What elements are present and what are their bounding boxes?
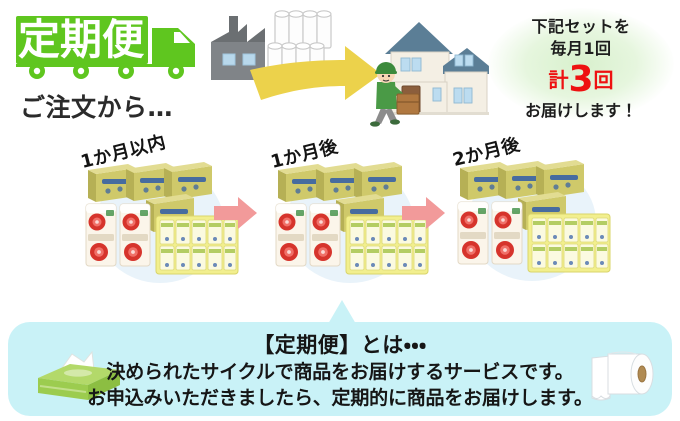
- info-panel-body: 決められたサイクルで商品をお届けするサービスです。 お申込みいただきましたら、定…: [0, 360, 680, 411]
- tissue-carton-stack-icon: [460, 160, 584, 230]
- shipping-arrow-icon: [250, 46, 381, 100]
- order-caption: ご注文から…: [20, 93, 174, 122]
- delivery-group-3: 2か月後: [450, 134, 625, 293]
- teikibin-truck-logo: 定期便: [14, 12, 204, 80]
- timeline-arrow-1: [212, 196, 258, 230]
- toilet-paper-roll-icon: [586, 342, 658, 412]
- info-body-line-2: お申込みいただきましたら、定期的に商品をお届けします。: [87, 386, 593, 409]
- headline-line-1: 下記セットを: [531, 17, 631, 36]
- count-prefix: 計: [548, 68, 569, 93]
- delivery-person-icon: [370, 62, 420, 127]
- count-number: 3: [568, 59, 594, 101]
- rose-tissue-pack-icon: [457, 201, 523, 265]
- headline-count: 計3回: [486, 61, 676, 99]
- info-panel-title: 【定期便】とは・・・: [253, 333, 427, 357]
- rose-tissue-pack-icon: [85, 203, 151, 267]
- tissue-carton-stack-icon: [88, 162, 212, 232]
- right-arrow-icon: [214, 197, 257, 229]
- right-arrow-icon: [402, 197, 445, 229]
- headline-line-4: お届けします！: [524, 100, 637, 120]
- count-suffix: 回: [593, 68, 614, 93]
- rose-tissue-pack-icon: [275, 203, 341, 267]
- info-body-line-1: 決められたサイクルで商品をお届けするサービスです。: [106, 361, 574, 383]
- tissue-box-icon: [28, 348, 124, 406]
- toilet-roll-pack-icon: [527, 213, 611, 273]
- toilet-roll-pack-icon: [155, 215, 239, 275]
- delivery-summary-headline: 下記セットを 毎月1回 計3回 お届けします！: [486, 8, 676, 120]
- headline-glow: [488, 8, 674, 120]
- logo-text: 定期便: [18, 15, 145, 64]
- delivery-group-1: 1か月以内: [78, 132, 253, 295]
- delivery-timeline: 1か月以内: [0, 132, 680, 298]
- product-set-3: [450, 158, 625, 278]
- product-set-1: [78, 160, 253, 280]
- timeline-arrow-2: [400, 196, 446, 230]
- info-panel: [8, 322, 672, 416]
- product-set-2: [268, 160, 443, 280]
- toilet-roll-pack-icon: [345, 215, 429, 275]
- info-panel-pointer: [328, 300, 356, 324]
- truck-icon: 定期便: [16, 15, 195, 79]
- headline-line-2: 毎月1回: [550, 38, 612, 58]
- delivery-scene: [205, 2, 490, 130]
- delivery-group-2: 1か月後: [268, 136, 443, 295]
